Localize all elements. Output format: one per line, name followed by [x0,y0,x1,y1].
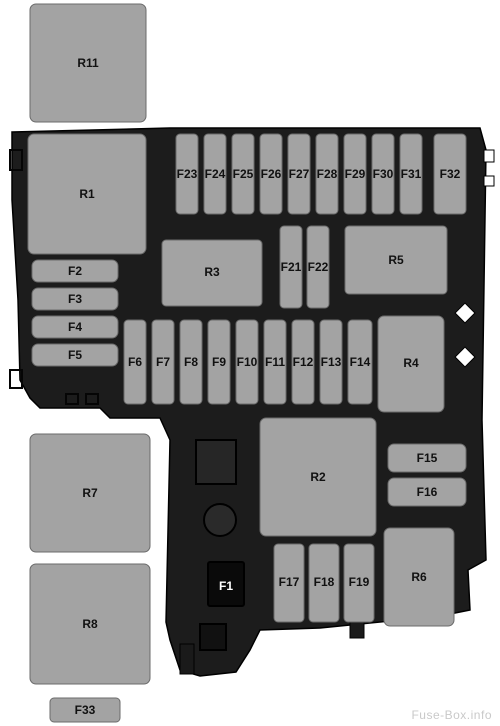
label-F18: F18 [314,575,335,589]
label-F11: F11 [265,355,285,369]
label-R11: R11 [77,56,99,70]
label-F22: F22 [308,260,329,274]
bottom-tab-1 [65,393,79,405]
watermark: Fuse-Box.info [411,708,492,722]
fuse-F6: F6 [123,319,147,405]
label-F6: F6 [128,355,142,369]
left-clip-bottom [9,369,23,389]
label-F13: F13 [321,355,342,369]
label-F7: F7 [156,355,170,369]
fuse-F27: F27 [287,133,311,215]
label-F16: F16 [417,485,438,499]
label-F3: F3 [68,292,82,306]
relay-R5: R5 [344,225,448,295]
fuse-F22: F22 [306,225,330,309]
right-clip-mid [483,175,495,187]
bottom-latch-right [349,621,365,639]
label-F24: F24 [205,167,226,181]
label-F25: F25 [233,167,254,181]
fuse-F25: F25 [231,133,255,215]
label-F19: F19 [349,575,370,589]
relay-R3: R3 [161,239,263,307]
fuse-F29: F29 [343,133,367,215]
relay-R8: R8 [29,563,151,685]
label-F4: F4 [68,320,82,334]
right-notch-2 [454,346,476,368]
fuse-F19: F19 [343,543,375,623]
label-F23: F23 [177,167,198,181]
mount-hole [203,503,237,537]
fuse-F24: F24 [203,133,227,215]
fuse-F32: F32 [433,133,467,215]
label-R2: R2 [310,470,326,484]
fuse-F15: F15 [387,443,467,473]
label-F17: F17 [279,575,300,589]
fuse-F30: F30 [371,133,395,215]
right-clip-top [483,149,495,163]
fuse-F14: F14 [347,319,373,405]
bottom-latch-left [179,643,195,675]
fuse-F3: F3 [31,287,119,311]
relay-R2: R2 [259,417,377,537]
label-F33: F33 [75,703,96,717]
label-R7: R7 [82,486,98,500]
relay-R11: R11 [29,3,147,123]
label-F8: F8 [184,355,198,369]
fuse-F28: F28 [315,133,339,215]
fuse-F2: F2 [31,259,119,283]
label-R5: R5 [388,253,404,267]
fuse-F5: F5 [31,343,119,367]
label-F9: F9 [212,355,226,369]
fuse-F23: F23 [175,133,199,215]
label-F10: F10 [237,355,258,369]
label-F29: F29 [345,167,366,181]
fuse-F9: F9 [207,319,231,405]
fuse-F31: F31 [399,133,423,215]
fuse-F7: F7 [151,319,175,405]
label-R4: R4 [403,356,419,370]
label-R6: R6 [411,570,427,584]
label-R8: R8 [82,617,98,631]
label-F21: F21 [281,260,302,274]
fuse-F1: F1 [207,561,245,607]
left-clip-top [9,149,23,171]
fuse-F4: F4 [31,315,119,339]
label-R3: R3 [204,265,220,279]
label-F12: F12 [293,355,314,369]
fuse-F10: F10 [235,319,259,405]
label-F27: F27 [289,167,310,181]
fuse-F11: F11 [263,319,287,405]
label-F31: F31 [401,167,422,181]
label-F5: F5 [68,348,82,362]
relay-R1: R1 [27,133,147,255]
fuse-F26: F26 [259,133,283,215]
label-R1: R1 [79,187,95,201]
fuse-F16: F16 [387,477,467,507]
connector-block [195,439,237,485]
post-terminal [199,623,227,651]
fuse-F17: F17 [273,543,305,623]
relay-R7: R7 [29,433,151,553]
label-F14: F14 [350,355,371,369]
fuse-F21: F21 [279,225,303,309]
relay-R4: R4 [377,315,445,413]
label-F1: F1 [219,579,233,593]
fuse-F33: F33 [49,697,121,723]
fuse-F18: F18 [308,543,340,623]
fuse-F13: F13 [319,319,343,405]
bottom-tab-2 [85,393,99,405]
label-F30: F30 [373,167,394,181]
right-notch-1 [454,302,476,324]
label-F32: F32 [440,167,461,181]
relay-R6: R6 [383,527,455,627]
label-F28: F28 [317,167,338,181]
label-F15: F15 [417,451,438,465]
fuse-F12: F12 [291,319,315,405]
label-F2: F2 [68,264,82,278]
label-F26: F26 [261,167,282,181]
fuse-F8: F8 [179,319,203,405]
